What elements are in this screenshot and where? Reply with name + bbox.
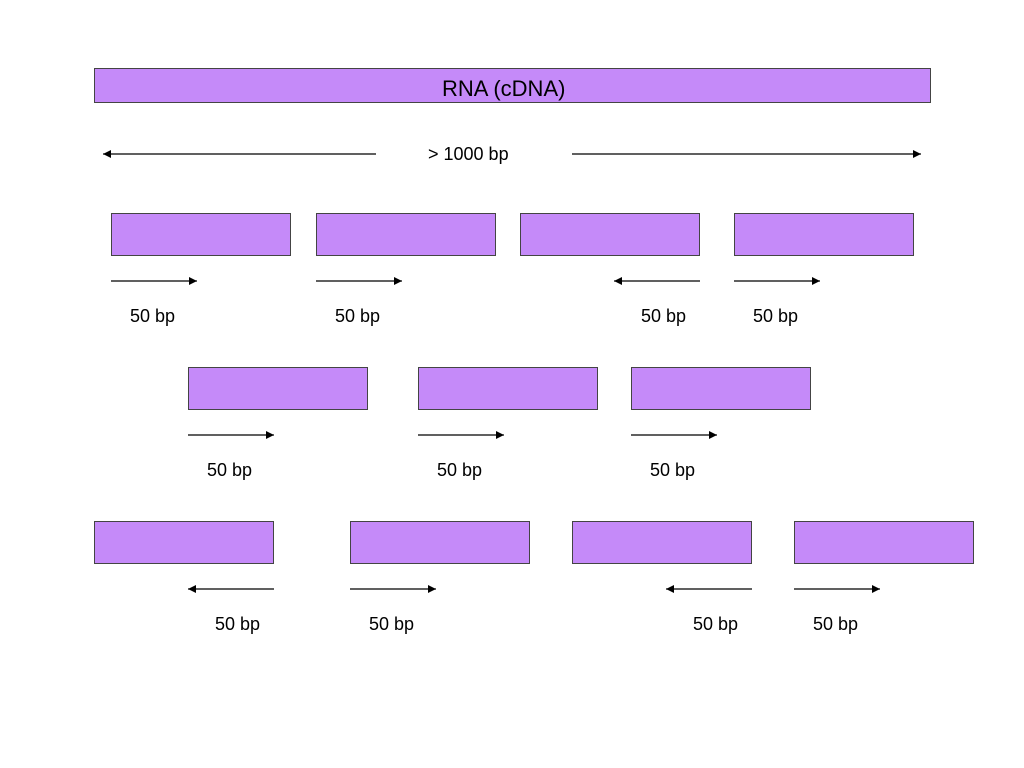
read-arrow-head bbox=[189, 277, 197, 285]
read-length-label: 50 bp bbox=[335, 306, 381, 326]
read-length-label: 50 bp bbox=[437, 460, 483, 480]
read-fragment-bar bbox=[734, 213, 914, 256]
read-fragment-bar bbox=[631, 367, 811, 410]
read-arrow-head bbox=[188, 585, 196, 593]
read-length-label: 50 bp bbox=[207, 460, 253, 480]
read-fragment-bar bbox=[520, 213, 700, 256]
read-arrow-head bbox=[496, 431, 504, 439]
read-length-label: 50 bp bbox=[215, 614, 261, 634]
read-length-label: 50 bp bbox=[753, 306, 799, 326]
read-arrow-head bbox=[394, 277, 402, 285]
read-arrow-head bbox=[428, 585, 436, 593]
rna-label: RNA (cDNA) bbox=[442, 76, 566, 101]
read-arrow-head bbox=[614, 277, 622, 285]
read-arrow-head bbox=[872, 585, 880, 593]
read-length-label: 50 bp bbox=[369, 614, 415, 634]
read-fragment-bar bbox=[316, 213, 496, 256]
rna-bar bbox=[94, 68, 931, 103]
read-fragment-bar bbox=[94, 521, 274, 564]
span-length-label: > 1000 bp bbox=[428, 144, 509, 164]
read-fragment-bar bbox=[794, 521, 974, 564]
read-length-label: 50 bp bbox=[693, 614, 739, 634]
read-fragment-bar bbox=[572, 521, 752, 564]
read-fragment-bar bbox=[350, 521, 530, 564]
span-arrow-right-head bbox=[913, 150, 921, 158]
read-arrow-head bbox=[812, 277, 820, 285]
read-length-label: 50 bp bbox=[130, 306, 176, 326]
read-fragment-bar bbox=[111, 213, 291, 256]
read-fragment-bar bbox=[188, 367, 368, 410]
read-arrow-head bbox=[666, 585, 674, 593]
read-arrow-head bbox=[709, 431, 717, 439]
span-arrow-left-head bbox=[103, 150, 111, 158]
read-length-label: 50 bp bbox=[641, 306, 687, 326]
read-fragment-bar bbox=[418, 367, 598, 410]
read-length-label: 50 bp bbox=[813, 614, 859, 634]
read-arrow-head bbox=[266, 431, 274, 439]
read-length-label: 50 bp bbox=[650, 460, 696, 480]
